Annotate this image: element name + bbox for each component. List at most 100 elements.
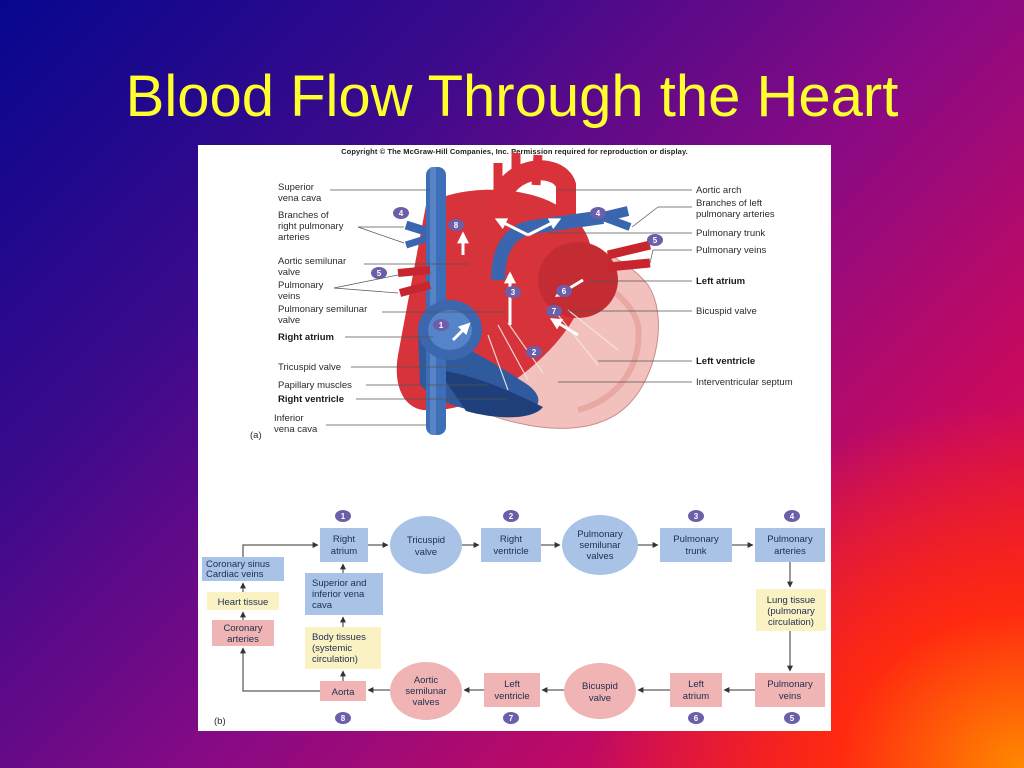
svg-text:5: 5 bbox=[790, 714, 795, 723]
heart-illustration bbox=[396, 153, 659, 435]
svg-text:Bicuspid: Bicuspid bbox=[582, 681, 618, 692]
step-badge-2: 2 bbox=[503, 510, 519, 522]
svg-text:valves: valves bbox=[587, 551, 614, 562]
svg-text:valve: valve bbox=[415, 547, 437, 558]
heart-marker-2: 2 bbox=[526, 346, 542, 358]
svg-text:Body tissues: Body tissues bbox=[312, 632, 366, 643]
label-right-atrium: Right atrium bbox=[278, 332, 334, 343]
heart-figure-panel: Copyright © The McGraw-Hill Companies, I… bbox=[198, 145, 831, 731]
node-right-atrium: Right atrium bbox=[320, 528, 368, 562]
label-left-atrium: Left atrium bbox=[696, 276, 745, 287]
svg-text:2: 2 bbox=[509, 512, 514, 521]
node-body-tissues: Body tissues (systemic circulation) bbox=[305, 627, 381, 669]
svg-text:Cardiac veins: Cardiac veins bbox=[206, 569, 264, 580]
svg-text:5: 5 bbox=[653, 236, 658, 245]
svg-text:Pulmonary: Pulmonary bbox=[577, 529, 623, 540]
svg-text:ventricle: ventricle bbox=[494, 691, 529, 702]
step-badge-4: 4 bbox=[784, 510, 800, 522]
svg-text:Right: Right bbox=[500, 534, 523, 545]
svg-text:(pulmonary: (pulmonary bbox=[767, 606, 815, 617]
svg-text:7: 7 bbox=[552, 307, 557, 316]
svg-text:4: 4 bbox=[790, 512, 795, 521]
svg-text:Heart tissue: Heart tissue bbox=[218, 597, 269, 608]
node-aorta: Aorta bbox=[320, 681, 366, 701]
step-badge-3: 3 bbox=[688, 510, 704, 522]
svg-text:circulation): circulation) bbox=[312, 654, 358, 665]
label-inferior-vena-cava-1: Inferior bbox=[274, 413, 304, 424]
svg-text:Left: Left bbox=[504, 679, 520, 690]
node-superior-inferior-vena-cava: Superior and inferior vena cava bbox=[305, 573, 383, 615]
label-right-pulm-arteries-3: arteries bbox=[278, 232, 310, 243]
svg-text:trunk: trunk bbox=[685, 546, 706, 557]
node-pulmonary-trunk: Pulmonary trunk bbox=[660, 528, 732, 562]
copyright-notice: Copyright © The McGraw-Hill Companies, I… bbox=[341, 147, 688, 156]
label-pulm-semilunar-2: valve bbox=[278, 315, 300, 326]
node-coronary-arteries: Coronary arteries bbox=[212, 620, 274, 646]
label-aortic-semilunar-2: valve bbox=[278, 267, 300, 278]
svg-text:3: 3 bbox=[694, 512, 699, 521]
label-superior-vena-cava-2: vena cava bbox=[278, 193, 322, 204]
label-pulmonary-veins-2: veins bbox=[278, 291, 300, 302]
svg-text:valve: valve bbox=[589, 693, 611, 704]
node-pulmonary-arteries: Pulmonary arteries bbox=[755, 528, 825, 562]
svg-text:1: 1 bbox=[439, 321, 444, 330]
svg-text:veins: veins bbox=[779, 691, 801, 702]
node-heart-tissue: Heart tissue bbox=[207, 592, 279, 610]
step-badge-5: 5 bbox=[784, 712, 800, 724]
svg-text:3: 3 bbox=[511, 288, 516, 297]
node-left-atrium: Left atrium bbox=[670, 673, 722, 707]
svg-text:8: 8 bbox=[454, 221, 459, 230]
label-right-pulm-arteries-1: Branches of bbox=[278, 210, 329, 221]
label-superior-vena-cava-1: Superior bbox=[278, 182, 314, 193]
heart-marker-4-left: 4 bbox=[393, 207, 409, 219]
svg-text:atrium: atrium bbox=[683, 691, 709, 702]
svg-text:4: 4 bbox=[596, 209, 601, 218]
node-pulmonary-veins: Pulmonary veins bbox=[755, 673, 825, 707]
svg-text:7: 7 bbox=[509, 714, 514, 723]
step-badge-8: 8 bbox=[335, 712, 351, 724]
svg-text:Pulmonary: Pulmonary bbox=[767, 679, 813, 690]
node-tricuspid-valve: Tricuspid valve bbox=[390, 516, 462, 574]
label-aortic-semilunar-1: Aortic semilunar bbox=[278, 256, 346, 267]
svg-text:atrium: atrium bbox=[331, 546, 357, 557]
svg-text:Coronary sinus: Coronary sinus bbox=[206, 559, 270, 570]
svg-text:6: 6 bbox=[562, 287, 567, 296]
step-badge-6: 6 bbox=[688, 712, 704, 724]
heart-marker-5-right: 5 bbox=[647, 234, 663, 246]
node-left-ventricle: Left ventricle bbox=[484, 673, 540, 707]
svg-text:ventricle: ventricle bbox=[493, 546, 528, 557]
label-pulmonary-veins-1: Pulmonary bbox=[278, 280, 324, 291]
svg-text:semilunar: semilunar bbox=[405, 686, 446, 697]
label-pulmonary-trunk: Pulmonary trunk bbox=[696, 228, 765, 239]
heart-marker-1: 1 bbox=[433, 319, 449, 331]
svg-text:Pulmonary: Pulmonary bbox=[673, 534, 719, 545]
label-tricuspid-valve: Tricuspid valve bbox=[278, 362, 341, 373]
heart-marker-4-right: 4 bbox=[590, 207, 606, 219]
svg-text:semilunar: semilunar bbox=[579, 540, 620, 551]
node-lung-tissue: Lung tissue (pulmonary circulation) bbox=[756, 589, 826, 631]
svg-text:Left: Left bbox=[688, 679, 704, 690]
label-interventricular-septum: Interventricular septum bbox=[696, 377, 793, 388]
label-inferior-vena-cava-2: vena cava bbox=[274, 424, 318, 435]
heart-marker-6: 6 bbox=[556, 285, 572, 297]
heart-markers: 4 8 4 5 5 3 6 7 1 2 bbox=[371, 207, 663, 358]
node-pulmonary-semilunar-valves: Pulmonary semilunar valves bbox=[562, 515, 638, 575]
svg-text:Right: Right bbox=[333, 534, 356, 545]
svg-text:Aorta: Aorta bbox=[332, 687, 355, 698]
svg-text:Lung tissue: Lung tissue bbox=[767, 595, 816, 606]
heart-marker-3: 3 bbox=[505, 286, 521, 298]
label-aortic-arch: Aortic arch bbox=[696, 185, 741, 196]
label-pulm-semilunar-1: Pulmonary semilunar bbox=[278, 304, 367, 315]
heart-marker-5-left: 5 bbox=[371, 267, 387, 279]
svg-text:8: 8 bbox=[341, 714, 346, 723]
svg-text:circulation): circulation) bbox=[768, 617, 814, 628]
left-labels: Superior vena cava Branches of right pul… bbox=[250, 182, 508, 441]
flowchart: 1 2 3 4 8 7 6 5 Right atrium Tricuspid v… bbox=[202, 510, 826, 727]
right-labels: Aortic arch Branches of left pulmonary a… bbox=[548, 185, 793, 388]
label-left-pulm-arteries-1: Branches of left bbox=[696, 198, 762, 209]
svg-text:5: 5 bbox=[377, 269, 382, 278]
node-coronary-sinus: Coronary sinus Cardiac veins bbox=[202, 557, 284, 581]
label-left-ventricle: Left ventricle bbox=[696, 356, 755, 367]
svg-text:inferior vena: inferior vena bbox=[312, 589, 365, 600]
svg-text:(systemic: (systemic bbox=[312, 643, 352, 654]
